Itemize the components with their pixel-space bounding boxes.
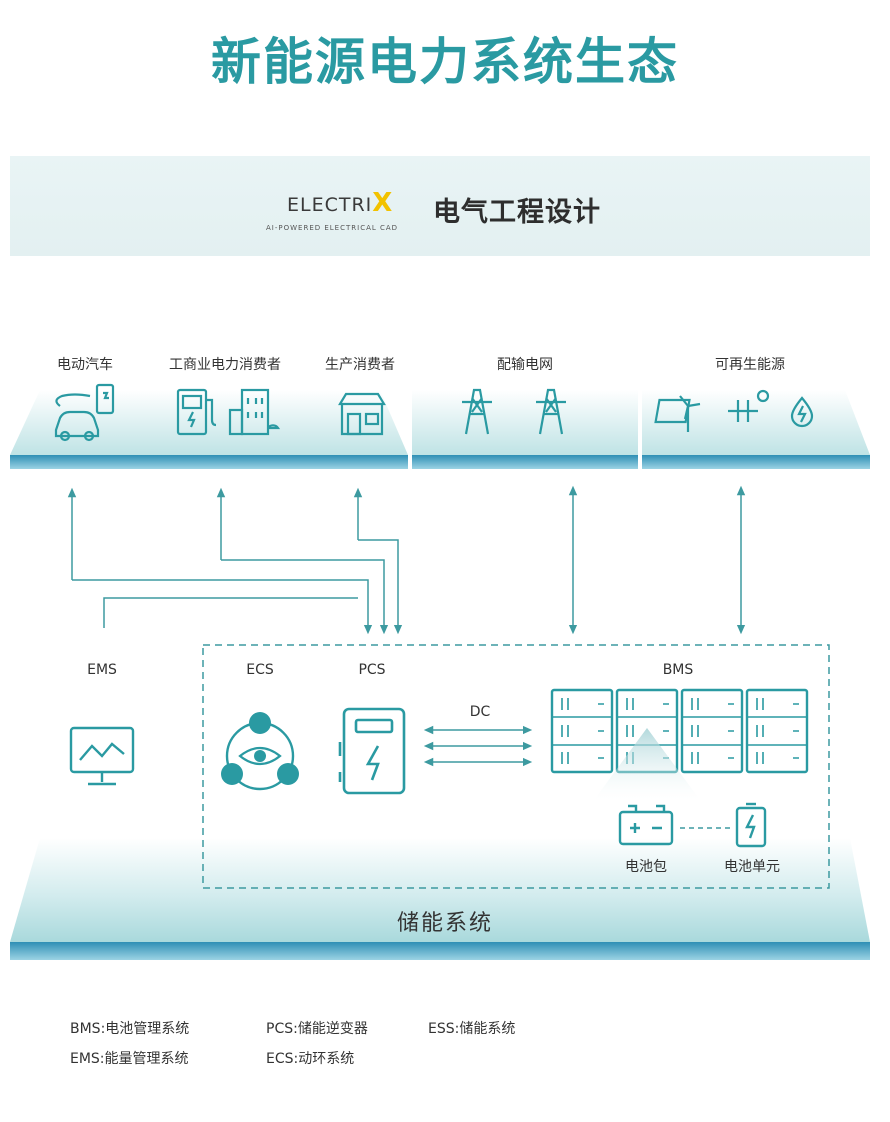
zoom-beam — [594, 728, 700, 800]
dc-arrows — [423, 725, 533, 767]
eye-network-icon — [221, 712, 299, 791]
dc-label: DC — [469, 704, 491, 720]
battery-pack-label: 电池包 — [625, 859, 667, 875]
legend-bms: BMS:电池管理系统 — [70, 1021, 190, 1037]
ev-charging-icon — [54, 383, 115, 442]
legend-ecs: ECS:动环系统 — [266, 1051, 355, 1067]
flow-lines — [67, 485, 746, 635]
renewable-icon — [654, 389, 814, 432]
power-tower-icon — [462, 388, 566, 435]
store-icon — [338, 392, 386, 436]
legend-ess: ESS:储能系统 — [428, 1021, 516, 1037]
top-platform-consumers — [10, 390, 408, 469]
category-label-prosumer: 生产消费者 — [325, 357, 395, 373]
gas-station-building-icon — [176, 388, 281, 436]
inverter-cabinet-icon — [338, 707, 406, 795]
monitor-icon — [69, 726, 135, 786]
logo-subtitle: AI-POWERED ELECTRICAL CAD — [266, 224, 399, 232]
ems-label: EMS — [87, 662, 117, 678]
top-platform-renewable — [642, 390, 870, 469]
storage-system-title: 储能系统 — [396, 911, 493, 936]
ecs-label: ECS — [246, 662, 274, 678]
category-label-ev: 电动汽车 — [57, 357, 113, 373]
banner — [10, 156, 870, 256]
battery-rack-icon — [550, 688, 809, 774]
legend-ems: EMS:能量管理系统 — [70, 1051, 189, 1067]
storage-platform — [10, 838, 870, 960]
storage-system-boundary — [202, 644, 830, 889]
battery-cell-label: 电池单元 — [724, 859, 780, 875]
pcs-label: PCS — [358, 662, 386, 678]
logo-main: ELECTRI — [287, 194, 373, 216]
category-label-commercial: 工商业电力消费者 — [169, 357, 281, 373]
electrix-logo: ELECTRIX — [287, 188, 393, 218]
page-title: 新能源电力系统生态 — [211, 33, 679, 91]
legend-pcs: PCS:储能逆变器 — [266, 1021, 368, 1037]
logo-x: X — [372, 188, 394, 218]
top-platform-grid — [412, 390, 638, 469]
bms-label: BMS — [662, 662, 694, 678]
battery-pack-icon — [618, 804, 674, 846]
banner-text: 电气工程设计 — [433, 197, 601, 228]
battery-cell-icon — [735, 802, 767, 848]
category-label-renewable: 可再生能源 — [715, 357, 785, 373]
category-label-grid: 配输电网 — [497, 357, 553, 373]
